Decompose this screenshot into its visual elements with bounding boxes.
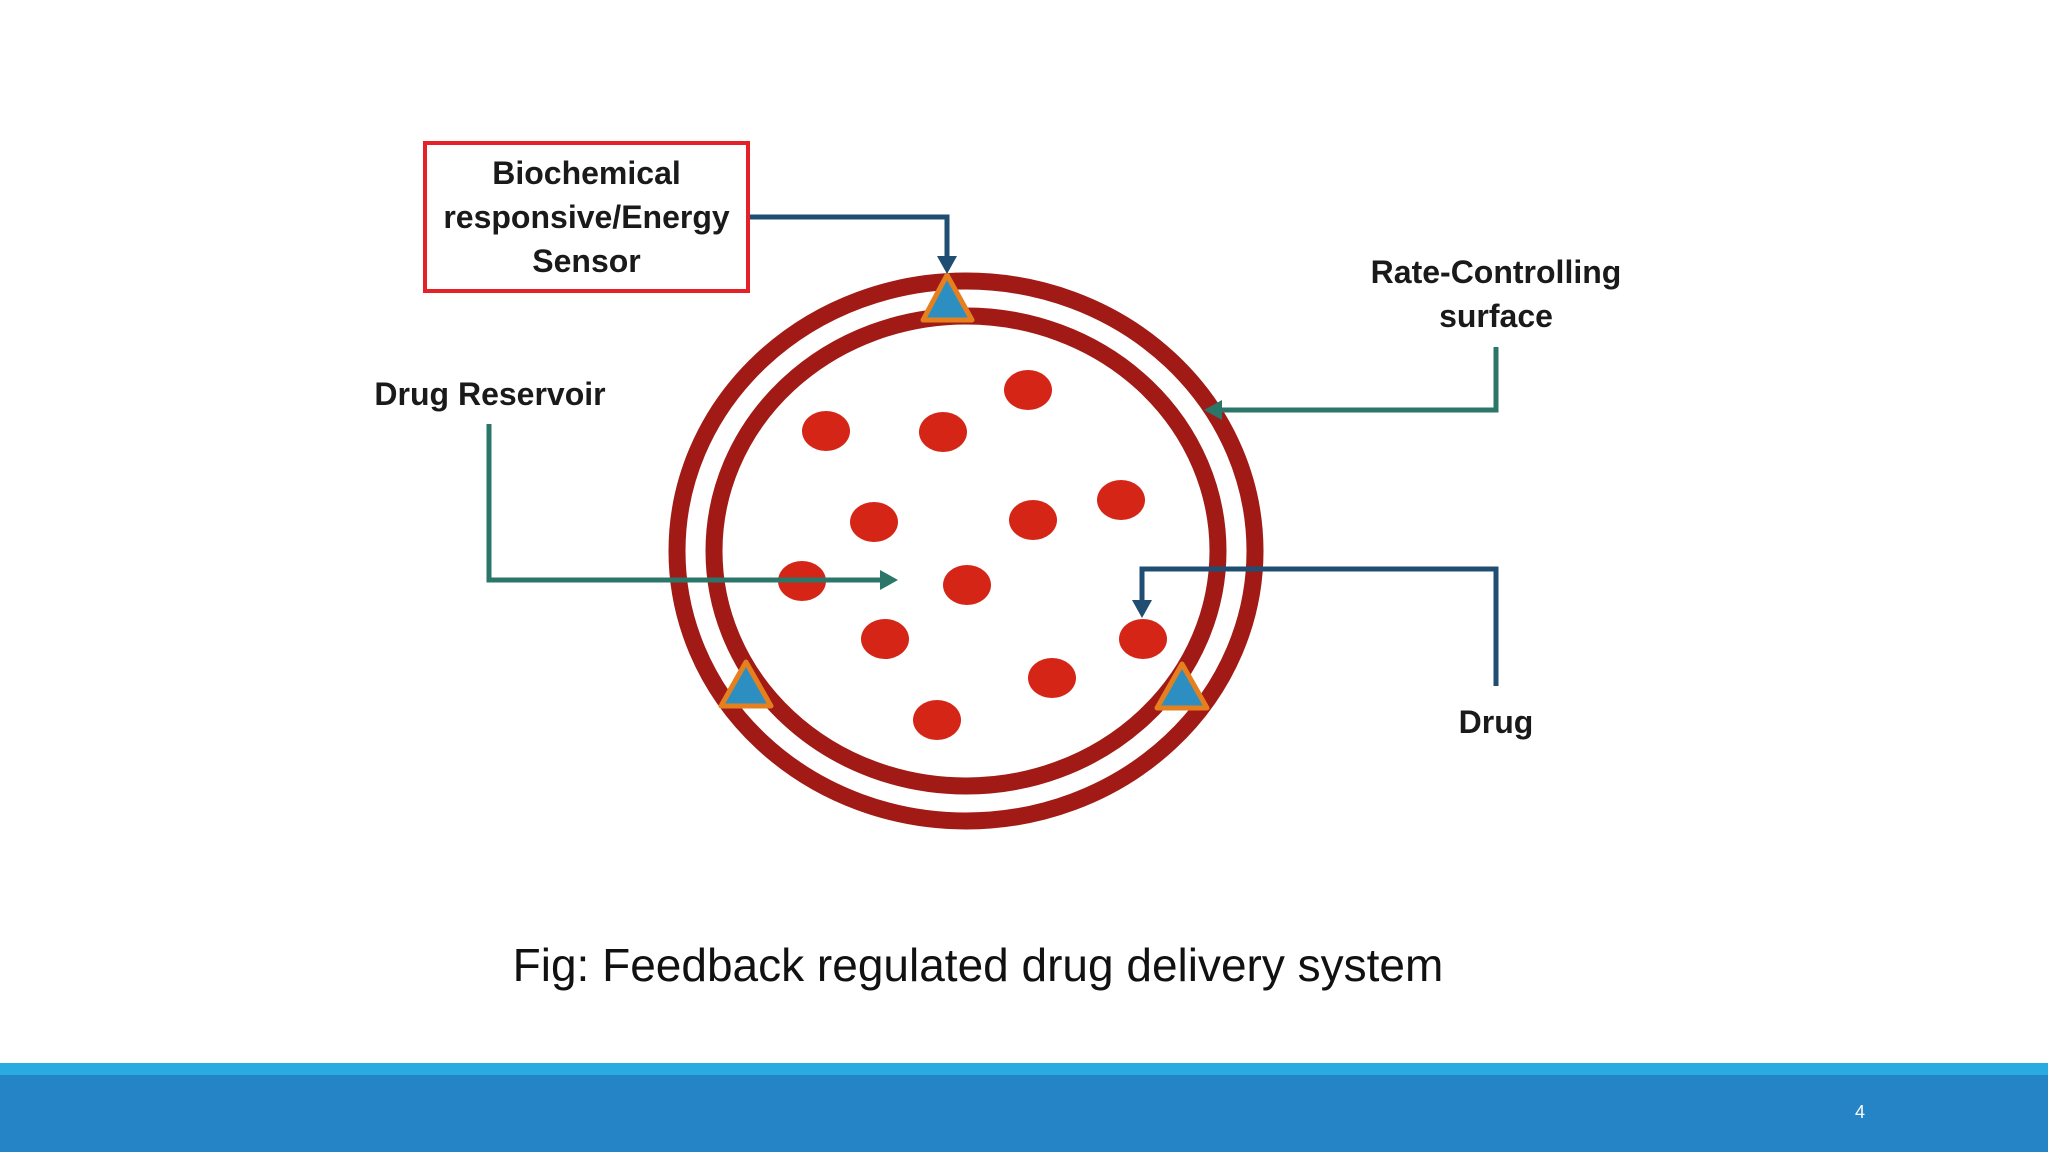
drug-particle	[1009, 500, 1057, 540]
drug-label: Drug	[1458, 704, 1534, 740]
sensor-triangle-icon	[920, 272, 975, 323]
drug-particle	[850, 502, 898, 542]
figure-caption: Fig: Feedback regulated drug delivery sy…	[512, 939, 1444, 991]
outer-ring	[668, 272, 1264, 830]
ring-mark-icon	[688, 535, 702, 556]
drug-particle	[943, 565, 991, 605]
sensor-triangle-icon	[718, 659, 774, 709]
footer-accent-line	[0, 1063, 2048, 1075]
rate-controlling-label-line: surface	[1439, 298, 1553, 334]
drug-particle	[861, 619, 909, 659]
drug-arrow	[1132, 566, 1499, 686]
rate-controlling-label: Rate-Controlling surface	[1340, 250, 1652, 338]
rate-controlling-label-line: Rate-Controlling	[1370, 254, 1622, 290]
sensor-arrow	[750, 214, 957, 274]
drug-particle	[1028, 658, 1076, 698]
drug-particle	[802, 411, 850, 451]
rate-controlling-arrow	[1204, 347, 1499, 420]
sensor-triangle-icon	[1154, 661, 1210, 711]
sensor-label-line: responsive/Energy	[443, 199, 730, 235]
footer-bar	[0, 1075, 2048, 1152]
drug-particle	[919, 412, 967, 452]
drug-particle	[913, 700, 961, 740]
drug-reservoir-arrow	[486, 424, 898, 590]
inner-ring	[705, 307, 1227, 795]
sensor-label-line: Sensor	[532, 243, 641, 279]
drug-particle	[1097, 480, 1145, 520]
page-number: 4	[1854, 1102, 1865, 1122]
drug-particle	[1119, 619, 1167, 659]
drug-particle	[1004, 370, 1052, 410]
sensor-label-box: Biochemical responsive/Energy Sensor	[423, 141, 750, 293]
drug-reservoir-label: Drug Reservoir	[374, 376, 606, 412]
sensor-label-line: Biochemical	[492, 155, 681, 191]
drug-particles	[778, 370, 1167, 740]
